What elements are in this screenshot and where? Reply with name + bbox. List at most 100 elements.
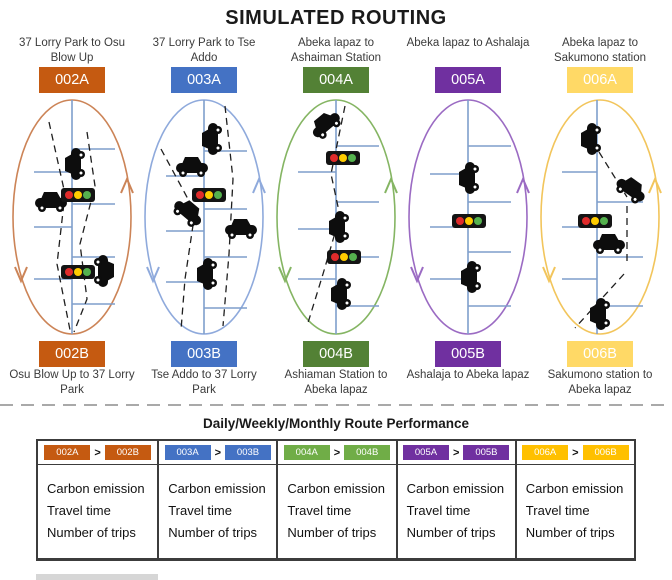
green-light	[348, 154, 356, 162]
yellow-light	[74, 268, 82, 276]
perf-header: 002A>002B	[38, 441, 158, 465]
metric-label: Carbon emission	[287, 481, 385, 496]
route-dashed-path	[598, 151, 628, 198]
traffic-light-icon	[452, 214, 486, 228]
green-light	[600, 217, 608, 225]
down-direction-arrow-icon	[146, 266, 160, 284]
perf-header: 003A>003B	[159, 441, 277, 465]
greater-than-icon: >	[214, 446, 221, 459]
metric-label: Travel time	[168, 503, 232, 518]
route-diagram	[144, 99, 266, 335]
green-light	[83, 191, 91, 199]
traffic-light-icon	[578, 214, 612, 228]
route-badge-a: 006A	[567, 67, 633, 93]
car-icon	[331, 278, 351, 310]
metric-label: Carbon emission	[525, 481, 624, 496]
perf-badge-b: 006B	[582, 445, 629, 460]
yellow-light	[74, 191, 82, 199]
red-light	[330, 154, 338, 162]
car-icon	[197, 258, 217, 290]
perf-badge-a: 002A	[44, 445, 91, 460]
traffic-light-icon	[326, 151, 360, 165]
route-diagram	[12, 99, 134, 335]
perf-header: 004A>004B	[278, 441, 396, 465]
route-diagram	[408, 99, 530, 335]
section-divider	[0, 404, 672, 406]
perf-badge-b: 005B	[463, 445, 510, 460]
car-icon	[35, 192, 67, 212]
perf-header: 005A>005B	[397, 441, 515, 465]
metric-label: Number of trips	[168, 525, 258, 540]
metric-label: Number of trips	[287, 525, 377, 540]
car-icon	[461, 261, 481, 293]
route-loop-ellipse	[540, 99, 660, 335]
greater-than-icon: >	[333, 446, 341, 459]
perf-badge-a: 005A	[402, 445, 449, 460]
traffic-light-icon	[61, 265, 95, 279]
red-light	[65, 191, 73, 199]
route-dashed-path	[73, 131, 96, 333]
metric-label: Travel time	[47, 503, 111, 518]
perf-badge-a: 004A	[283, 445, 330, 460]
route-badge-b: 004B	[303, 341, 369, 367]
car-icon	[590, 298, 610, 330]
cropped-cell-fragment	[36, 574, 158, 580]
route-label-bottom: Ashiaman Station to Abeka lapaz	[284, 369, 388, 396]
metric-label: Number of trips	[47, 525, 136, 540]
metric-label: Travel time	[525, 503, 590, 518]
traffic-light-icon	[192, 188, 226, 202]
car-icon	[173, 200, 202, 227]
figure-page: SIMULATED ROUTING 37 Lorry Park to Osu B…	[0, 7, 672, 580]
car-icon	[616, 177, 645, 204]
route-label-top: Abeka lapaz to Ashaiman Station	[290, 37, 382, 64]
yellow-light	[205, 191, 213, 199]
red-light	[196, 191, 204, 199]
metric-label: Number of trips	[406, 525, 496, 540]
metric-label: Travel time	[406, 503, 471, 518]
route-diagram	[540, 99, 662, 335]
route-label-bottom: Osu Blow Up to 37 Lorry Park	[9, 369, 135, 396]
up-direction-arrow-icon	[648, 176, 662, 194]
perf-badge-a: 006A	[522, 445, 569, 460]
car-icon	[593, 234, 625, 254]
down-direction-arrow-icon	[410, 266, 424, 284]
route-dashed-path	[48, 121, 71, 331]
metric-label: Carbon emission	[168, 481, 266, 496]
yellow-light	[340, 253, 348, 261]
car-icon	[176, 157, 208, 177]
route-dashed-path	[222, 105, 234, 327]
perf-badge-b: 002B	[104, 445, 151, 460]
route-badge-b: 005B	[435, 341, 501, 367]
greater-than-icon: >	[452, 446, 460, 459]
yellow-light	[339, 154, 347, 162]
route-label-bottom: Tse Addo to 37 Lorry Park	[151, 369, 257, 396]
route-badge-a: 004A	[303, 67, 369, 93]
metric-label: Travel time	[287, 503, 352, 518]
car-icon	[459, 162, 479, 194]
car-icon	[329, 211, 349, 243]
red-light	[65, 268, 73, 276]
route-badge-b: 003B	[171, 341, 237, 367]
route-badge-a: 005A	[435, 67, 501, 93]
car-icon	[312, 112, 341, 139]
car-icon	[65, 148, 85, 180]
yellow-light	[591, 217, 599, 225]
yellow-light	[465, 217, 473, 225]
route-label-top: Abeka lapaz to Sakumono station	[553, 37, 647, 64]
up-direction-arrow-icon	[516, 176, 530, 194]
car-icon	[581, 123, 601, 155]
red-light	[331, 253, 339, 261]
perf-header: 006A>006B	[516, 441, 634, 465]
red-light	[582, 217, 590, 225]
metric-label: Carbon emission	[47, 481, 145, 496]
